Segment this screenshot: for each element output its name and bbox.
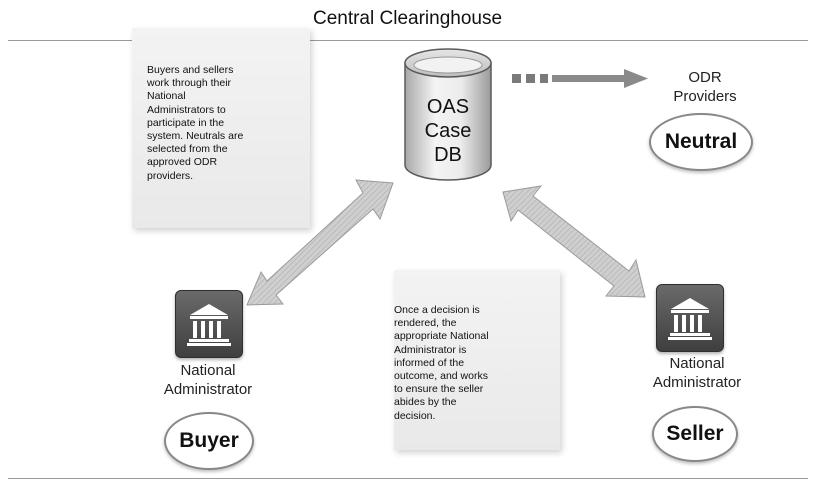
- note-line: rendered, the: [394, 317, 457, 330]
- seller-label-line: Administrator: [652, 374, 742, 391]
- seller-role-badge: Seller: [652, 406, 738, 462]
- database-cylinder-icon: [404, 48, 492, 181]
- note-line: informed of the: [394, 356, 465, 369]
- buyer-role-badge: Buyer: [164, 412, 254, 470]
- note-line: Administrators to: [147, 103, 226, 116]
- buyer-db-double-arrow: [246, 179, 394, 306]
- bank-building-icon: [187, 304, 231, 346]
- note-line: Once a decision is: [394, 304, 480, 316]
- top-divider: [8, 40, 808, 41]
- seller-label-line: National: [669, 355, 725, 372]
- database-label-line: Case: [424, 120, 472, 142]
- note-line: Buyers and sellers: [147, 64, 234, 76]
- note-line: participate in the: [147, 116, 225, 129]
- note-decision-text: Once a decision is rendered, the appropr…: [394, 304, 554, 423]
- note-line: abides by the: [394, 396, 457, 409]
- seller-administrator-label: National Administrator: [639, 354, 755, 392]
- note-line: system. Neutrals are: [147, 130, 244, 143]
- neutral-role-badge: Neutral: [649, 113, 753, 171]
- note-line: outcome, and works: [394, 370, 488, 383]
- odr-providers-label: ODR Providers: [650, 68, 760, 106]
- buyer-label-line: National: [180, 362, 236, 379]
- database-label-line: OAS: [426, 96, 470, 118]
- buyer-administrator-label: National Administrator: [150, 361, 266, 399]
- note-line: appropriate National: [394, 330, 489, 343]
- odr-label-line: Providers: [673, 88, 737, 105]
- diagram-title: Central Clearinghouse: [312, 8, 503, 29]
- bank-building-icon: [668, 298, 712, 340]
- database-label-line: DB: [434, 144, 462, 166]
- seller-db-double-arrow: [502, 185, 646, 298]
- note-line: Administrator is: [394, 343, 467, 356]
- note-line: to ensure the seller: [394, 383, 484, 396]
- info-note-decision: Once a decision is rendered, the appropr…: [394, 270, 560, 450]
- bottom-divider: [8, 478, 808, 479]
- buyer-bank-icon: [175, 290, 243, 358]
- note-line: approved ODR: [147, 156, 218, 169]
- database-label: OAS Case DB: [402, 95, 494, 167]
- note-line: National: [147, 90, 186, 103]
- seller-bank-icon: [656, 284, 724, 352]
- note-line: decision.: [394, 409, 436, 422]
- odr-dashed-arrow: [512, 69, 648, 88]
- note-line: providers.: [147, 169, 194, 182]
- buyer-label-line: Administrator: [163, 381, 253, 398]
- note-line: work through their: [147, 77, 232, 90]
- info-note-participation: Buyers and sellers work through their Na…: [132, 28, 310, 228]
- note-participation-text: Buyers and sellers work through their Na…: [147, 64, 307, 183]
- odr-label-line: ODR: [688, 69, 722, 86]
- note-line: selected from the: [147, 143, 228, 156]
